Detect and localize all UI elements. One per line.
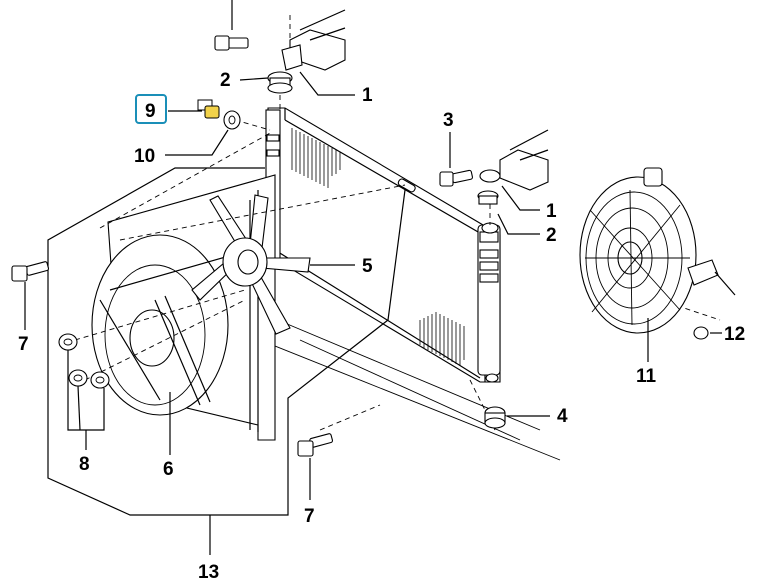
washer-part-10: [223, 110, 241, 130]
leader-lines: [24, 0, 736, 555]
callout-10: 10: [134, 146, 155, 167]
fan-blade: [191, 194, 311, 335]
nuts-part-8: [58, 333, 110, 389]
callout-4: 4: [557, 406, 568, 427]
callout-3: 3: [443, 110, 454, 131]
bolt-bottom: [297, 433, 334, 457]
callout-9[interactable]: 9: [145, 101, 156, 122]
grommet-right: [477, 169, 501, 205]
bolt-top: [214, 35, 249, 51]
bolt-left: [11, 261, 50, 282]
mount-part-4: [484, 406, 506, 429]
callout-12: 12: [724, 324, 745, 345]
callout-2-right: 2: [546, 225, 557, 246]
right-bracket: [499, 129, 549, 191]
callout-1-right: 1: [546, 201, 557, 222]
callout-2-top: 2: [220, 70, 231, 91]
callout-6: 6: [163, 459, 174, 480]
callout-11: 11: [636, 366, 657, 387]
nut-part-12: [693, 326, 709, 340]
callout-8: 8: [79, 454, 90, 475]
callout-13: 13: [198, 562, 219, 583]
callout-7-bottom: 7: [304, 506, 315, 527]
electric-fan-part-11: [579, 167, 719, 334]
assembly-outline-13: [47, 167, 406, 516]
callout-5: 5: [362, 256, 373, 277]
highlight-box-part-9: [135, 94, 167, 124]
fan-shroud: [91, 174, 276, 441]
grommet-top: [267, 71, 293, 94]
callout-7-left: 7: [18, 334, 29, 355]
callout-1-top: 1: [362, 85, 373, 106]
bolt-right: [439, 169, 473, 187]
top-bracket: [281, 9, 346, 71]
temperature-sensor-part-9[interactable]: [197, 99, 220, 119]
